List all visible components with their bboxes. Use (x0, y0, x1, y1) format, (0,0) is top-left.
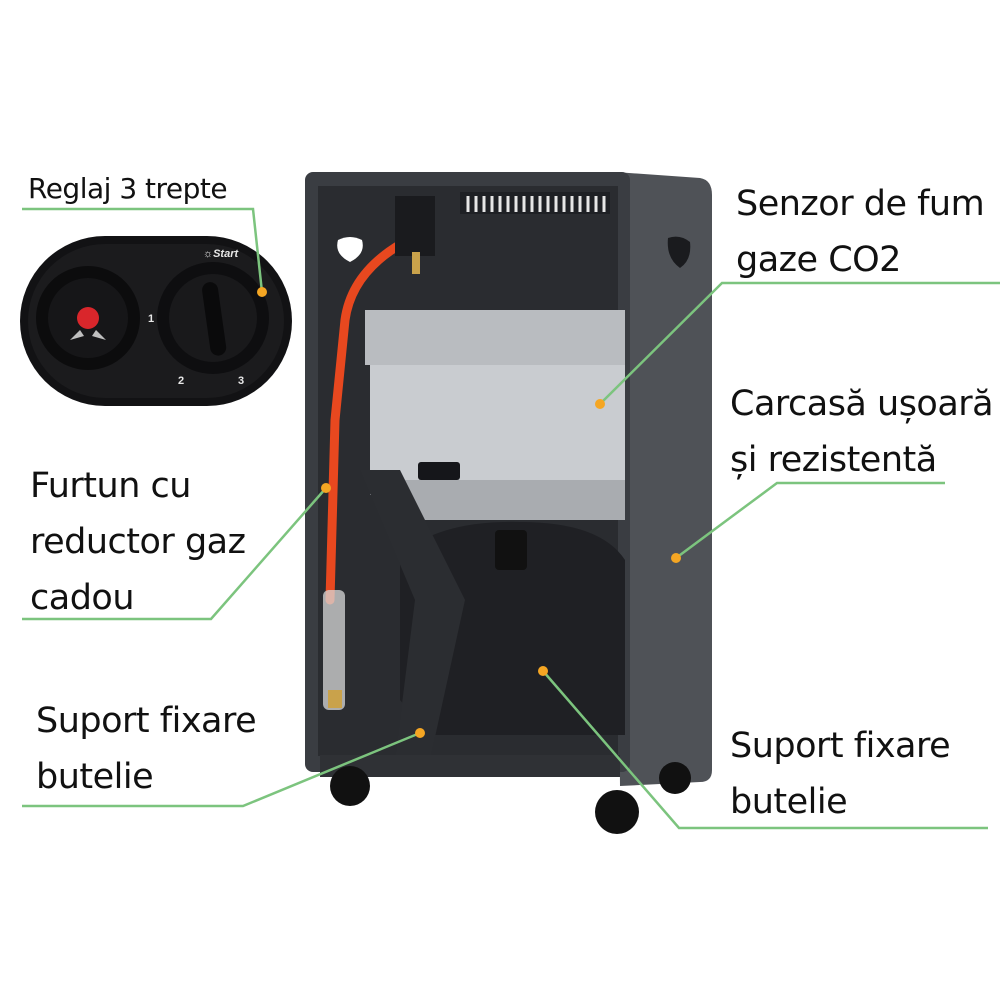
leader-line-carcasa (675, 481, 945, 560)
callout-dot-carcasa (671, 553, 681, 563)
callout-dot-furtun (321, 483, 331, 493)
callout-suport-right-line-1: Suport fixare (730, 726, 951, 766)
callout-carcasa-line-2: și rezistentă (730, 440, 937, 480)
leader-line-furtun (22, 487, 327, 621)
callout-dot-suport-right (538, 666, 548, 676)
callout-senzor-line-2: gaze CO2 (736, 240, 901, 280)
callout-furtun: Furtun cu reductor gaz cadou (30, 458, 246, 626)
leader-line-reglaj (22, 207, 264, 293)
leader-line-suport-right (542, 670, 988, 830)
callout-suport-right: Suport fixare butelie (730, 718, 951, 830)
callout-carcasa: Carcasă ușoară și rezistentă (730, 376, 994, 488)
leader-line-senzor (599, 281, 1000, 405)
callout-dot-suport-left (415, 728, 425, 738)
callout-reglaj: Reglaj 3 trepte (28, 172, 228, 206)
callout-dot-senzor (595, 399, 605, 409)
callout-suport-left: Suport fixare butelie (36, 693, 257, 805)
callout-suport-left-line-2: butelie (36, 757, 154, 797)
dial-handle (202, 282, 227, 356)
svg-text:☼Start: ☼Start (203, 248, 239, 260)
callout-furtun-line-3: cadou (30, 578, 135, 618)
leader-line-suport-left (22, 731, 421, 808)
callout-senzor-line-1: Senzor de fum (736, 184, 985, 224)
svg-text:2: 2 (178, 375, 184, 387)
svg-text:3: 3 (238, 375, 244, 387)
callout-dot-reglaj (257, 287, 267, 297)
callout-carcasa-line-1: Carcasă ușoară (730, 384, 994, 424)
callout-reglaj-line-1: Reglaj 3 trepte (28, 172, 228, 205)
ignition-button (77, 307, 99, 329)
callout-furtun-line-1: Furtun cu (30, 466, 191, 506)
callout-senzor: Senzor de fum gaze CO2 (736, 176, 985, 288)
callout-suport-left-line-1: Suport fixare (36, 701, 257, 741)
callout-furtun-line-2: reductor gaz (30, 522, 246, 562)
svg-text:1: 1 (148, 313, 154, 325)
callout-suport-right-line-2: butelie (730, 782, 848, 822)
burner-grill (460, 192, 610, 214)
